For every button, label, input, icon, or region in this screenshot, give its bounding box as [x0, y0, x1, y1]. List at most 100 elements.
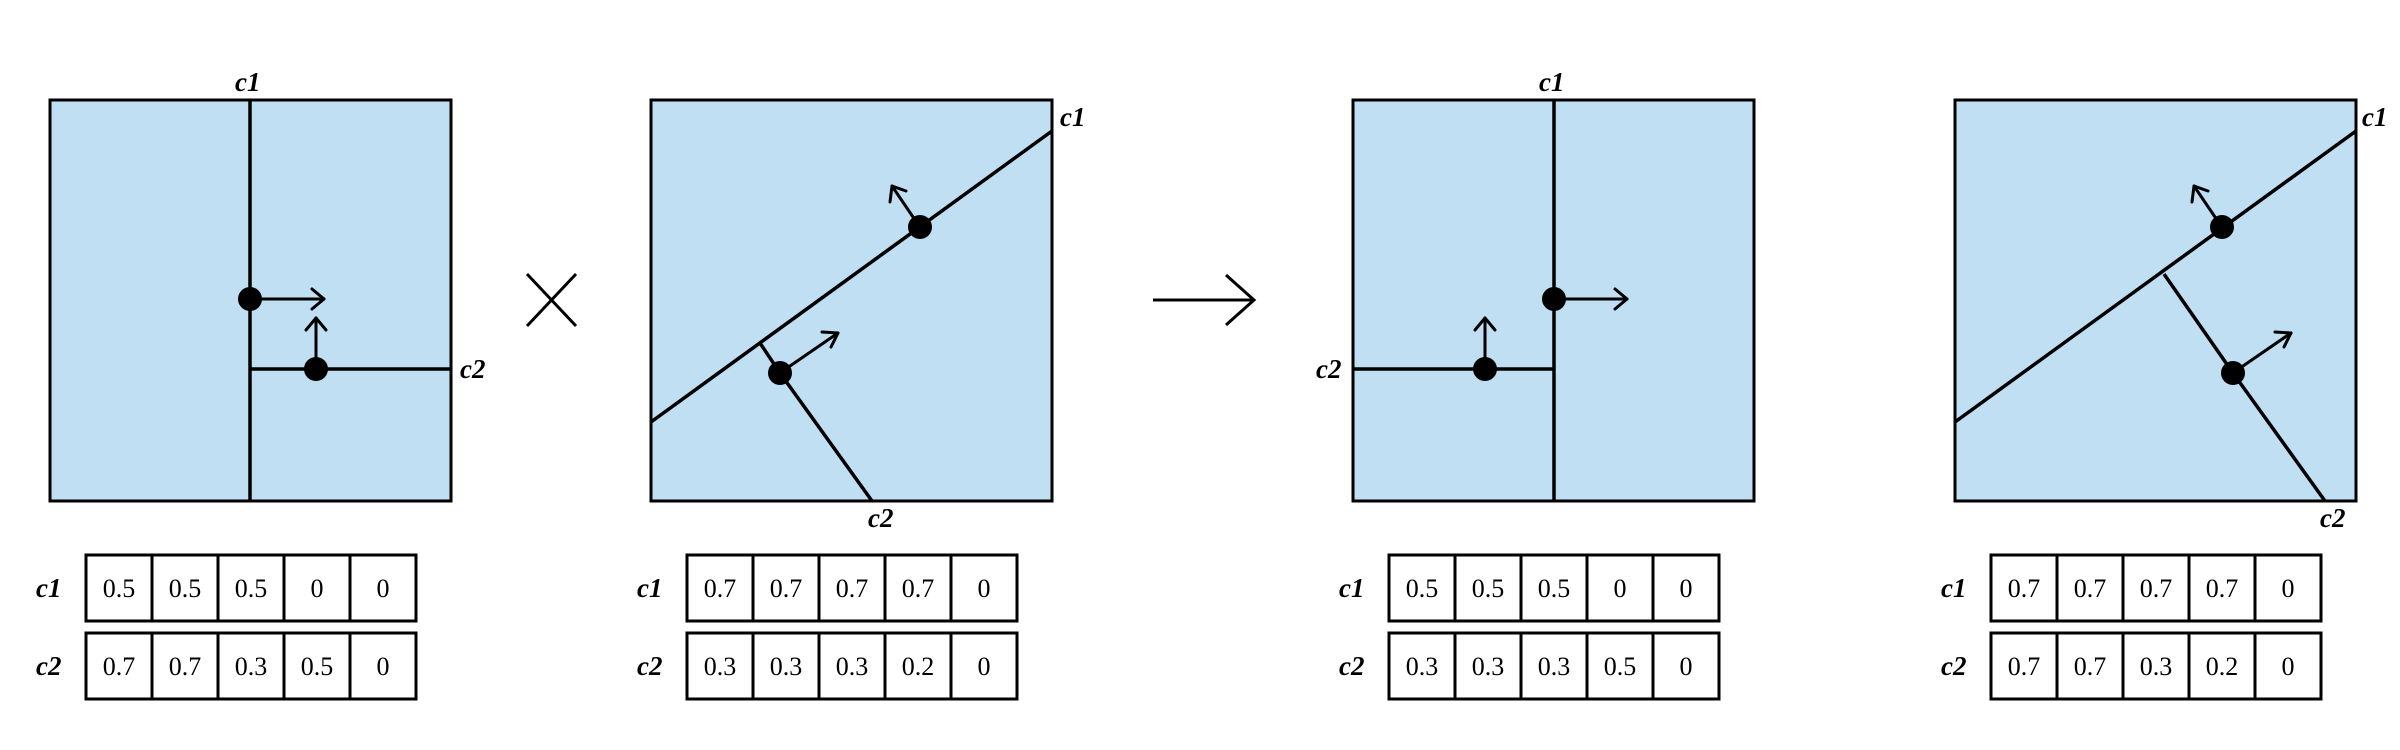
table-cell — [1387, 631, 1457, 701]
table-cell — [2253, 553, 2323, 623]
cut-point-c2 — [304, 357, 328, 381]
normal-arrow-icon — [260, 287, 326, 311]
table-cell-value: 0.3 — [235, 652, 268, 681]
cut-point-c1 — [1542, 287, 1566, 311]
table-cell-value: 0 — [978, 652, 991, 681]
row-label-c2: c2 — [1339, 651, 1364, 681]
table-cell-value: 0.5 — [1604, 652, 1637, 681]
table-cell-value: 0.5 — [235, 574, 268, 603]
label-c1: c1 — [1060, 102, 1085, 132]
table-cell-value: 0.5 — [1472, 574, 1505, 603]
result-arrow-icon — [1153, 273, 1257, 327]
normal-arrow-icon — [888, 184, 915, 219]
table-cell-value: 0 — [377, 574, 390, 603]
table-cell-value: 0.7 — [2008, 574, 2041, 603]
row-label-c2: c2 — [637, 651, 662, 681]
table-cell — [817, 553, 887, 623]
label-c2: c2 — [460, 354, 485, 384]
table-cell — [348, 553, 418, 623]
row-label-c2: c2 — [1941, 651, 1966, 681]
normal-arrow-icon — [2241, 330, 2293, 368]
row-label-c1: c1 — [1339, 573, 1364, 603]
table-cell — [1387, 553, 1457, 623]
table-cell-value: 0.2 — [902, 652, 935, 681]
label-c2: c2 — [868, 503, 893, 533]
label-c1: c1 — [1539, 67, 1564, 97]
table-cell-value: 0.5 — [169, 574, 202, 603]
table-cell-value: 0.3 — [704, 652, 737, 681]
table-cell-value: 0 — [311, 574, 324, 603]
normal-arrow-icon — [1564, 287, 1629, 311]
table-cell-value: 0.7 — [2140, 574, 2173, 603]
table-cell — [949, 553, 1019, 623]
cut-line-c1 — [1953, 129, 2358, 424]
panel-parent-2: c1 c2 — [649, 98, 1085, 533]
cut-point-c2 — [2221, 361, 2245, 385]
table-cell — [1585, 553, 1655, 623]
table-cell-value: 0.7 — [103, 652, 136, 681]
cut-line-c1 — [649, 129, 1054, 424]
row-label-c2: c2 — [36, 651, 61, 681]
row-label-c1: c1 — [637, 573, 662, 603]
table-cell — [2055, 553, 2125, 623]
table-cell — [1453, 631, 1523, 701]
normal-arrow-icon — [788, 330, 840, 368]
table-cell-value: 0.5 — [1538, 574, 1571, 603]
cross-operator-icon — [525, 272, 578, 328]
cut-point-c2 — [1473, 357, 1497, 381]
cut-point-c1 — [908, 215, 932, 239]
table-cell — [1651, 631, 1721, 701]
table-cell-value: 0 — [1680, 652, 1693, 681]
table-cell-value: 0 — [1680, 574, 1693, 603]
table-cell-value: 0.3 — [1406, 652, 1439, 681]
row-label-c1: c1 — [36, 573, 61, 603]
panel-child-1: c1 c2 — [1316, 67, 1756, 503]
label-c1: c1 — [2362, 102, 2387, 132]
table-cell — [1519, 631, 1589, 701]
table-cell-value: 0.7 — [2074, 652, 2107, 681]
table-cell-value: 0.7 — [704, 574, 737, 603]
panel-parent-1: c1 c2 — [48, 67, 485, 503]
table-cell — [2187, 631, 2257, 701]
table-cell — [216, 631, 286, 701]
label-c2: c2 — [2320, 503, 2345, 533]
table-cell-value: 0 — [2282, 574, 2295, 603]
table-cell-value: 0.5 — [103, 574, 136, 603]
table-cell — [216, 553, 286, 623]
table-cell-value: 0.7 — [2206, 574, 2239, 603]
table-cell — [2253, 631, 2323, 701]
table-cell — [817, 631, 887, 701]
table-cell-value: 0.7 — [902, 574, 935, 603]
table-cell-value: 0.3 — [1538, 652, 1571, 681]
table-cell — [685, 553, 755, 623]
table-cell-value: 0.7 — [169, 652, 202, 681]
panel-child-2: c1 c2 — [1953, 98, 2387, 533]
table-cell — [1651, 553, 1721, 623]
table-cell-value: 0 — [978, 574, 991, 603]
table-cell — [1585, 631, 1655, 701]
table-cell — [949, 631, 1019, 701]
cut-point-c2 — [768, 361, 792, 385]
label-c1: c1 — [235, 67, 260, 97]
table-cell — [751, 553, 821, 623]
cut-point-c1 — [238, 287, 262, 311]
table-cell-value: 0.7 — [2074, 574, 2107, 603]
table-cell-value: 0 — [1614, 574, 1627, 603]
table-cell-value: 0.3 — [836, 652, 869, 681]
table-cell — [348, 631, 418, 701]
table-cell-value: 0.7 — [836, 574, 869, 603]
table-cell — [84, 553, 154, 623]
table-cell — [150, 631, 220, 701]
table-cell-value: 0.3 — [1472, 652, 1505, 681]
table-cell — [84, 631, 154, 701]
table-cell-value: 0.2 — [2206, 652, 2239, 681]
label-c2: c2 — [1316, 354, 1341, 384]
table-cell-value: 0.3 — [770, 652, 803, 681]
table-cell-value: 0 — [2282, 652, 2295, 681]
normal-arrow-icon — [2190, 184, 2217, 219]
